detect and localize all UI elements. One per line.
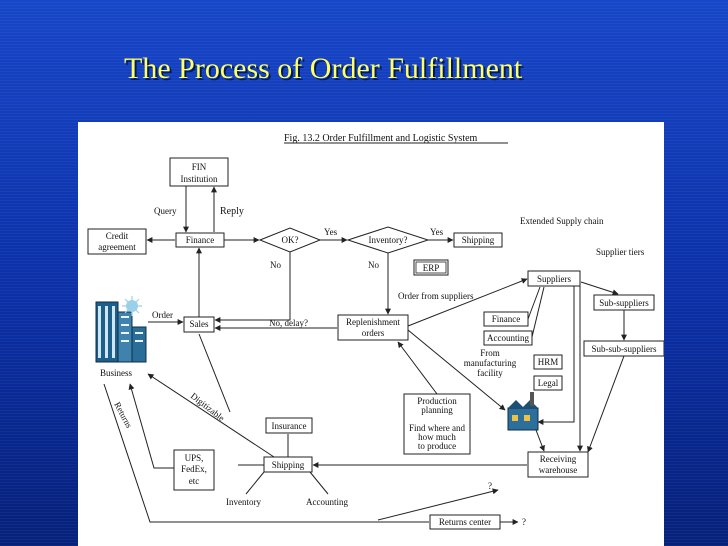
suppliers-box: [527, 270, 581, 287]
how-much-label: how much: [418, 432, 456, 442]
returns-center-label: Returns center: [439, 517, 491, 527]
manufacturing-edge: [407, 329, 506, 411]
fedex-label: FedEx,: [181, 464, 207, 474]
shipping-top-label: Shipping: [462, 235, 495, 245]
business-building-icon: [95, 296, 147, 363]
insurance-label: Insurance: [272, 421, 307, 431]
accounting2-to-suppliers: [531, 286, 545, 338]
facility-label: facility: [477, 368, 503, 378]
sub-sub-suppliers-label: Sub-sub-suppliers: [592, 344, 657, 354]
inventory-bottom-label: Inventory: [226, 497, 261, 507]
no-delay-label: No, delay?: [269, 318, 308, 328]
replenishment-label: Replenishment: [346, 317, 400, 327]
warehouse-label: warehouse: [539, 465, 577, 475]
ups-fedex-box: [173, 449, 215, 491]
ok-label: OK?: [282, 235, 299, 245]
supplier-tiers-label: Supplier tiers: [596, 247, 645, 257]
sub-suppliers-label: Sub-suppliers: [599, 298, 649, 308]
replenishment-orders-box: [337, 314, 409, 341]
figure-caption: Fig. 13.2 Order Fulfillment and Logistic…: [284, 133, 478, 144]
digitizable-label: Digitizable: [189, 391, 227, 424]
extended-supply-chain-label: Extended Supply chain: [520, 216, 604, 226]
order-from-suppliers-edge: [407, 278, 528, 327]
ok-no-edge: [214, 252, 291, 323]
legal-label: Legal: [538, 378, 559, 388]
question-mark-1: ?: [488, 481, 492, 491]
order-label: Order: [152, 310, 173, 320]
production-label: Production: [417, 396, 457, 406]
sales-digitizable-link: [198, 333, 231, 413]
returns-to-receiving-edge: [377, 488, 499, 521]
shipping-bottom-label: Shipping: [272, 460, 305, 470]
suppliers-label: Suppliers: [537, 274, 571, 284]
order-fulfillment-diagram: Fig. 13.2 Order Fulfillment and Logistic…: [78, 122, 664, 546]
question-mark-2: ?: [522, 517, 526, 527]
receiving-warehouse-box: [527, 451, 589, 478]
etc-label: etc: [189, 476, 200, 486]
inventory-label: Inventory?: [369, 235, 408, 245]
shipping-accounting-link: [309, 471, 329, 495]
orders-label: orders: [362, 328, 385, 338]
shipping-top-box: [453, 232, 503, 248]
slide-title: The Process of Order Fulfillment: [124, 52, 523, 85]
hrm-box: [533, 354, 563, 370]
find-where-label: Find where and: [409, 423, 465, 433]
institution-label: Institution: [180, 174, 218, 184]
finance-2-label: Finance: [492, 314, 521, 324]
from-label: From: [480, 348, 500, 358]
yes-2-label: Yes: [430, 227, 444, 237]
legal-box: [533, 375, 563, 391]
fin-institution-box: [169, 157, 229, 187]
order-from-suppliers-label: Order from suppliers: [398, 291, 474, 301]
shipping-inventory-link: [245, 471, 265, 495]
finance-label: Finance: [186, 235, 215, 245]
yes-1-label: Yes: [324, 227, 338, 237]
accounting-bottom-label: Accounting: [306, 497, 348, 507]
accounting-2-box: [483, 330, 533, 346]
returns-edge: [103, 383, 429, 523]
ups-label: UPS,: [185, 453, 204, 463]
hrm-label: HRM: [538, 357, 559, 367]
ups-to-business-edge: [128, 383, 174, 469]
diagram-canvas: Fig. 13.2 Order Fulfillment and Logistic…: [87, 133, 664, 530]
business-label: Business: [100, 368, 133, 378]
finance2-to-suppliers: [527, 286, 541, 320]
erp-inner-frame: [415, 261, 447, 274]
manufacturing-label: manufacturing: [464, 358, 517, 368]
returns-label: Returns: [112, 400, 134, 430]
factory-to-receiving-edge: [535, 429, 545, 452]
no-2-label: No: [368, 260, 379, 270]
to-produce-label: to produce: [418, 441, 456, 451]
production-to-replenishment-edge: [397, 341, 438, 395]
insurance-box: [265, 417, 313, 434]
fin-label: FIN: [192, 162, 207, 172]
production-planning-box: [403, 393, 471, 455]
planning-label: planning: [421, 405, 453, 415]
subsub-to-receiving-edge: [587, 355, 625, 453]
agreement-label: agreement: [98, 242, 136, 252]
shipping-to-business-edge: [147, 373, 275, 458]
reply-label: Reply: [220, 206, 244, 217]
erp-label: ERP: [423, 263, 440, 273]
suppliers-to-sub-edge: [580, 281, 619, 296]
accounting-2-label: Accounting: [487, 333, 529, 343]
factory-icon: [507, 392, 539, 431]
credit-label: Credit: [106, 231, 129, 241]
receiving-label: Receiving: [540, 454, 577, 464]
suppliers-to-factory-edge: [537, 286, 575, 425]
credit-agreement-box: [87, 228, 147, 255]
query-label: Query: [154, 206, 177, 216]
erp-box: [413, 259, 449, 276]
no-1-label: No: [270, 260, 281, 270]
sales-label: Sales: [190, 319, 209, 329]
